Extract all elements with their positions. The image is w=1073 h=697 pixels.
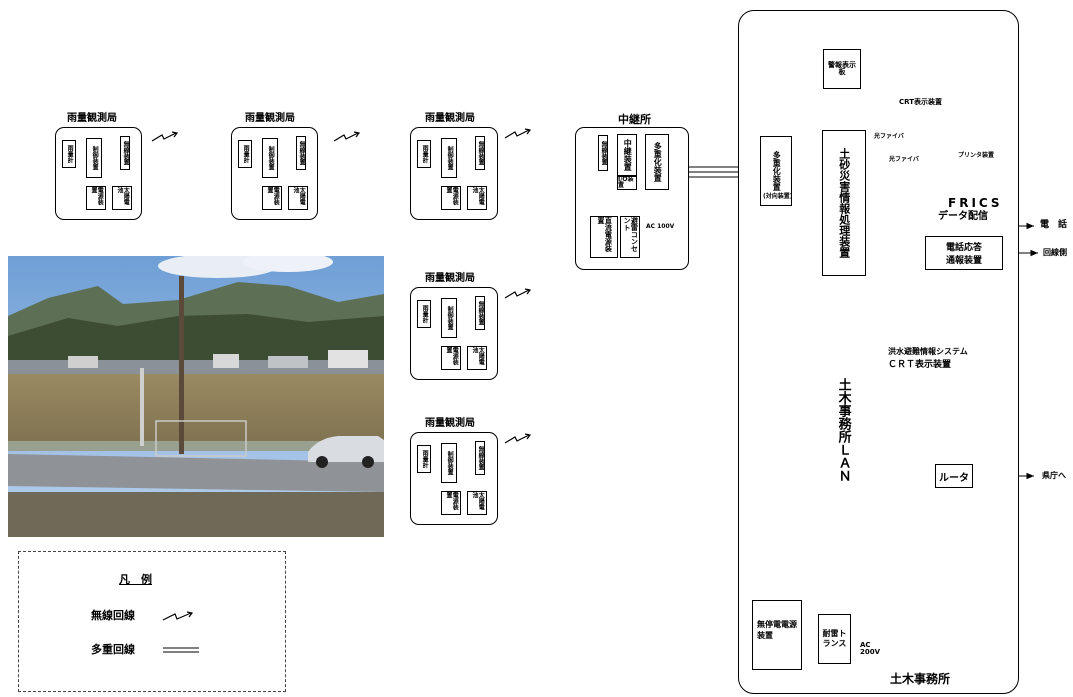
solar-cell: 太陽電池	[112, 186, 132, 210]
relay-ac-label: AC 100V	[646, 224, 674, 230]
rain-gauge: 雨量計	[62, 140, 76, 168]
frics-sub-label: データ配信	[938, 212, 988, 222]
router: ルータ	[935, 464, 973, 488]
radio-device: 無線装置	[120, 136, 130, 170]
relay-station: 無線装置 中継装置 I/O装置 多重化装置 直流電源装置 避雷コンセント AC …	[575, 127, 689, 270]
wireless-link-icon	[152, 132, 177, 141]
solar-cell: 太陽電池	[467, 346, 487, 370]
frics-label: FRICS	[948, 197, 1003, 209]
power-device: 電源装置	[86, 186, 106, 210]
legend: 凡 例 無線回線 多重回線	[18, 551, 286, 692]
legend-wireless-label: 無線回線	[91, 610, 135, 621]
crt-label: CRT表示装置	[899, 99, 942, 106]
radio-device: 無線装置	[475, 441, 485, 475]
legend-title: 凡 例	[119, 574, 152, 585]
phone-label: 電 話	[1040, 221, 1067, 230]
solar-cell: 太陽電池	[288, 186, 308, 210]
relay-device: 中継装置	[617, 134, 637, 176]
wireless-link-icon	[505, 434, 530, 443]
office-multiplex-sub: (対向装置)	[763, 194, 793, 200]
relay-io: I/O装置	[617, 176, 637, 190]
station-title: 雨量観測局	[425, 114, 475, 124]
relay-outlet: 避雷コンセント	[620, 216, 640, 258]
solar-cell: 太陽電池	[467, 186, 487, 210]
wireless-link-icon	[334, 132, 359, 141]
rain-station-5: 雨量計 制御装置 無線装置 電源装置 太陽電池	[410, 432, 498, 525]
relay-title: 中継所	[618, 114, 651, 125]
control-device: 制御装置	[441, 138, 457, 178]
relay-radio: 無線装置	[598, 135, 608, 171]
ups-device: 無停電電源装置	[752, 600, 802, 670]
flood-system-label: 洪水避難情報システム	[888, 348, 968, 356]
rain-station-2: 雨量計 制御装置 無線装置 電源装置 太陽電池	[231, 127, 318, 220]
relay-dc-power: 直流電源装置	[590, 216, 618, 258]
legend-multiplex-icon	[161, 644, 201, 658]
station-title: 雨量観測局	[67, 114, 117, 124]
rain-station-1: 雨量計 制御装置 無線装置 電源装置 太陽電池	[55, 127, 142, 220]
lightning-transformer: 耐雷トランス	[818, 614, 851, 664]
rain-gauge: 雨量計	[238, 140, 252, 168]
flood-crt-label: ＣＲＴ表示装置	[888, 361, 951, 370]
fiber-label-2: 光ファイバ	[889, 157, 919, 163]
site-photo-image	[8, 256, 384, 537]
control-device: 制御装置	[86, 138, 102, 178]
office-ac-label: AC 200V	[860, 642, 886, 656]
phone-response-line1: 電話応答	[946, 240, 982, 253]
legend-multiplex-label: 多重回線	[91, 644, 135, 655]
prefecture-label: 県庁へ	[1042, 472, 1066, 480]
radio-device: 無線装置	[475, 136, 485, 170]
alarm-panel: 警報表示板	[823, 49, 861, 89]
solar-cell: 太陽電池	[467, 491, 487, 515]
civil-office	[738, 10, 1019, 694]
power-device: 電源装置	[441, 491, 461, 515]
rain-station-3: 雨量計 制御装置 無線装置 電源装置 太陽電池	[410, 127, 498, 220]
control-device: 制御装置	[441, 298, 457, 338]
wireless-link-icon	[505, 289, 530, 298]
control-device: 制御装置	[262, 138, 278, 178]
wireless-link-icon	[505, 129, 530, 138]
rain-gauge: 雨量計	[417, 300, 431, 328]
station-title: 雨量観測局	[425, 419, 475, 429]
rain-gauge: 雨量計	[417, 445, 431, 473]
power-device: 電源装置	[262, 186, 282, 210]
line-side-label: 回線側	[1043, 249, 1067, 257]
phone-response-device: 電話応答 通報装置	[925, 236, 1003, 270]
radio-device: 無線装置	[296, 136, 306, 170]
office-lan-label: 土木事務所ＬＡＮ	[836, 378, 850, 482]
station-title: 雨量観測局	[245, 114, 295, 124]
power-device: 電源装置	[441, 346, 461, 370]
control-device: 制御装置	[441, 443, 457, 483]
station-title: 雨量観測局	[425, 274, 475, 284]
rain-gauge: 雨量計	[417, 140, 431, 168]
radio-device: 無線装置	[475, 296, 485, 330]
site-photo	[8, 256, 384, 537]
legend-wireless-icon	[161, 610, 197, 624]
office-title: 土木事務所	[890, 673, 950, 685]
printer-label: プリンタ装置	[958, 153, 994, 159]
phone-response-line2: 通報装置	[946, 253, 982, 266]
rain-station-4: 雨量計 制御装置 無線装置 電源装置 太陽電池	[410, 287, 498, 380]
fiber-label-1: 光ファイバ	[874, 134, 904, 140]
processor: 土砂災害情報処理装置	[822, 130, 866, 276]
power-device: 電源装置	[441, 186, 461, 210]
relay-multiplex: 多重化装置	[645, 134, 669, 190]
